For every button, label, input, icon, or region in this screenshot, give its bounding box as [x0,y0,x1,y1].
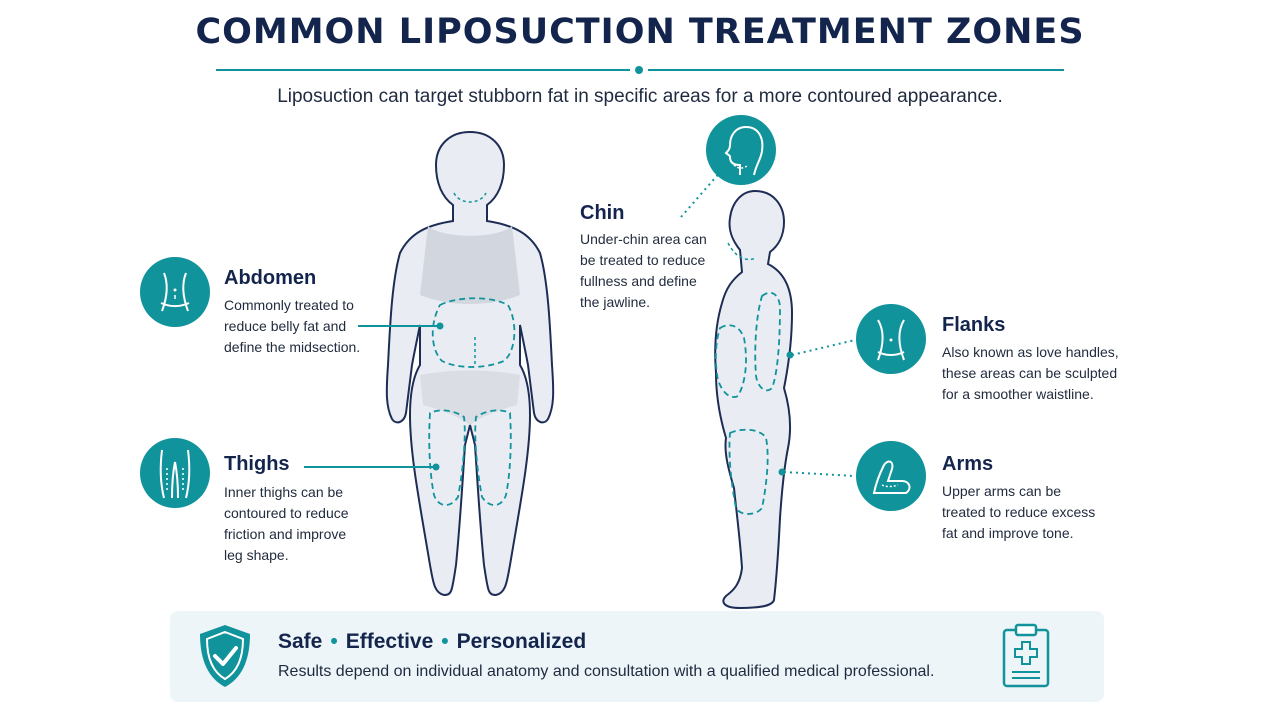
chin-connector [680,169,723,218]
shield-check-icon [200,625,250,687]
flanks-connector [786,339,856,359]
footer-tagline: Safe • Effective • Personalized [278,630,586,654]
flanks-description: Also known as love handles, these areas … [942,344,1119,402]
medical-clipboard-icon [1002,623,1050,688]
page-subtitle: Liposuction can target stubborn fat in s… [277,86,1003,107]
arms-description: Upper arms can be treated to reduce exce… [942,483,1096,541]
chin-profile-icon [706,115,776,185]
chin-title: Chin [580,202,625,224]
thighs-description: Inner thighs can be contoured to reduce … [224,484,349,563]
thighs-connector [304,463,440,471]
page-title: COMMON LIPOSUCTION TREATMENT ZONES [195,12,1085,52]
side-body-figure [714,189,794,610]
chin-description: Under-chin area can be treated to reduce… [580,231,707,310]
thighs-title: Thighs [224,453,290,475]
abdomen-description: Commonly treated to reduce belly fat and… [224,297,361,355]
tag-effective: Effective [345,630,434,653]
tag-separator: • [330,630,338,653]
arms-connector [778,468,856,477]
thighs-icon [140,438,210,508]
flanks-icon [856,304,926,374]
footer-disclaimer: Results depend on individual anatomy and… [278,663,935,680]
arm-icon [856,441,926,511]
tag-safe: Safe [278,630,323,653]
abdomen-icon [140,257,210,327]
footer-panel [170,611,1104,702]
tag-separator: • [441,630,449,653]
flanks-title: Flanks [942,314,1006,336]
abdomen-connector [358,322,444,330]
tag-personalized: Personalized [456,630,587,653]
front-body-figure [385,130,555,597]
arms-title: Arms [942,453,994,475]
title-divider [216,66,1064,74]
abdomen-title: Abdomen [224,267,317,289]
